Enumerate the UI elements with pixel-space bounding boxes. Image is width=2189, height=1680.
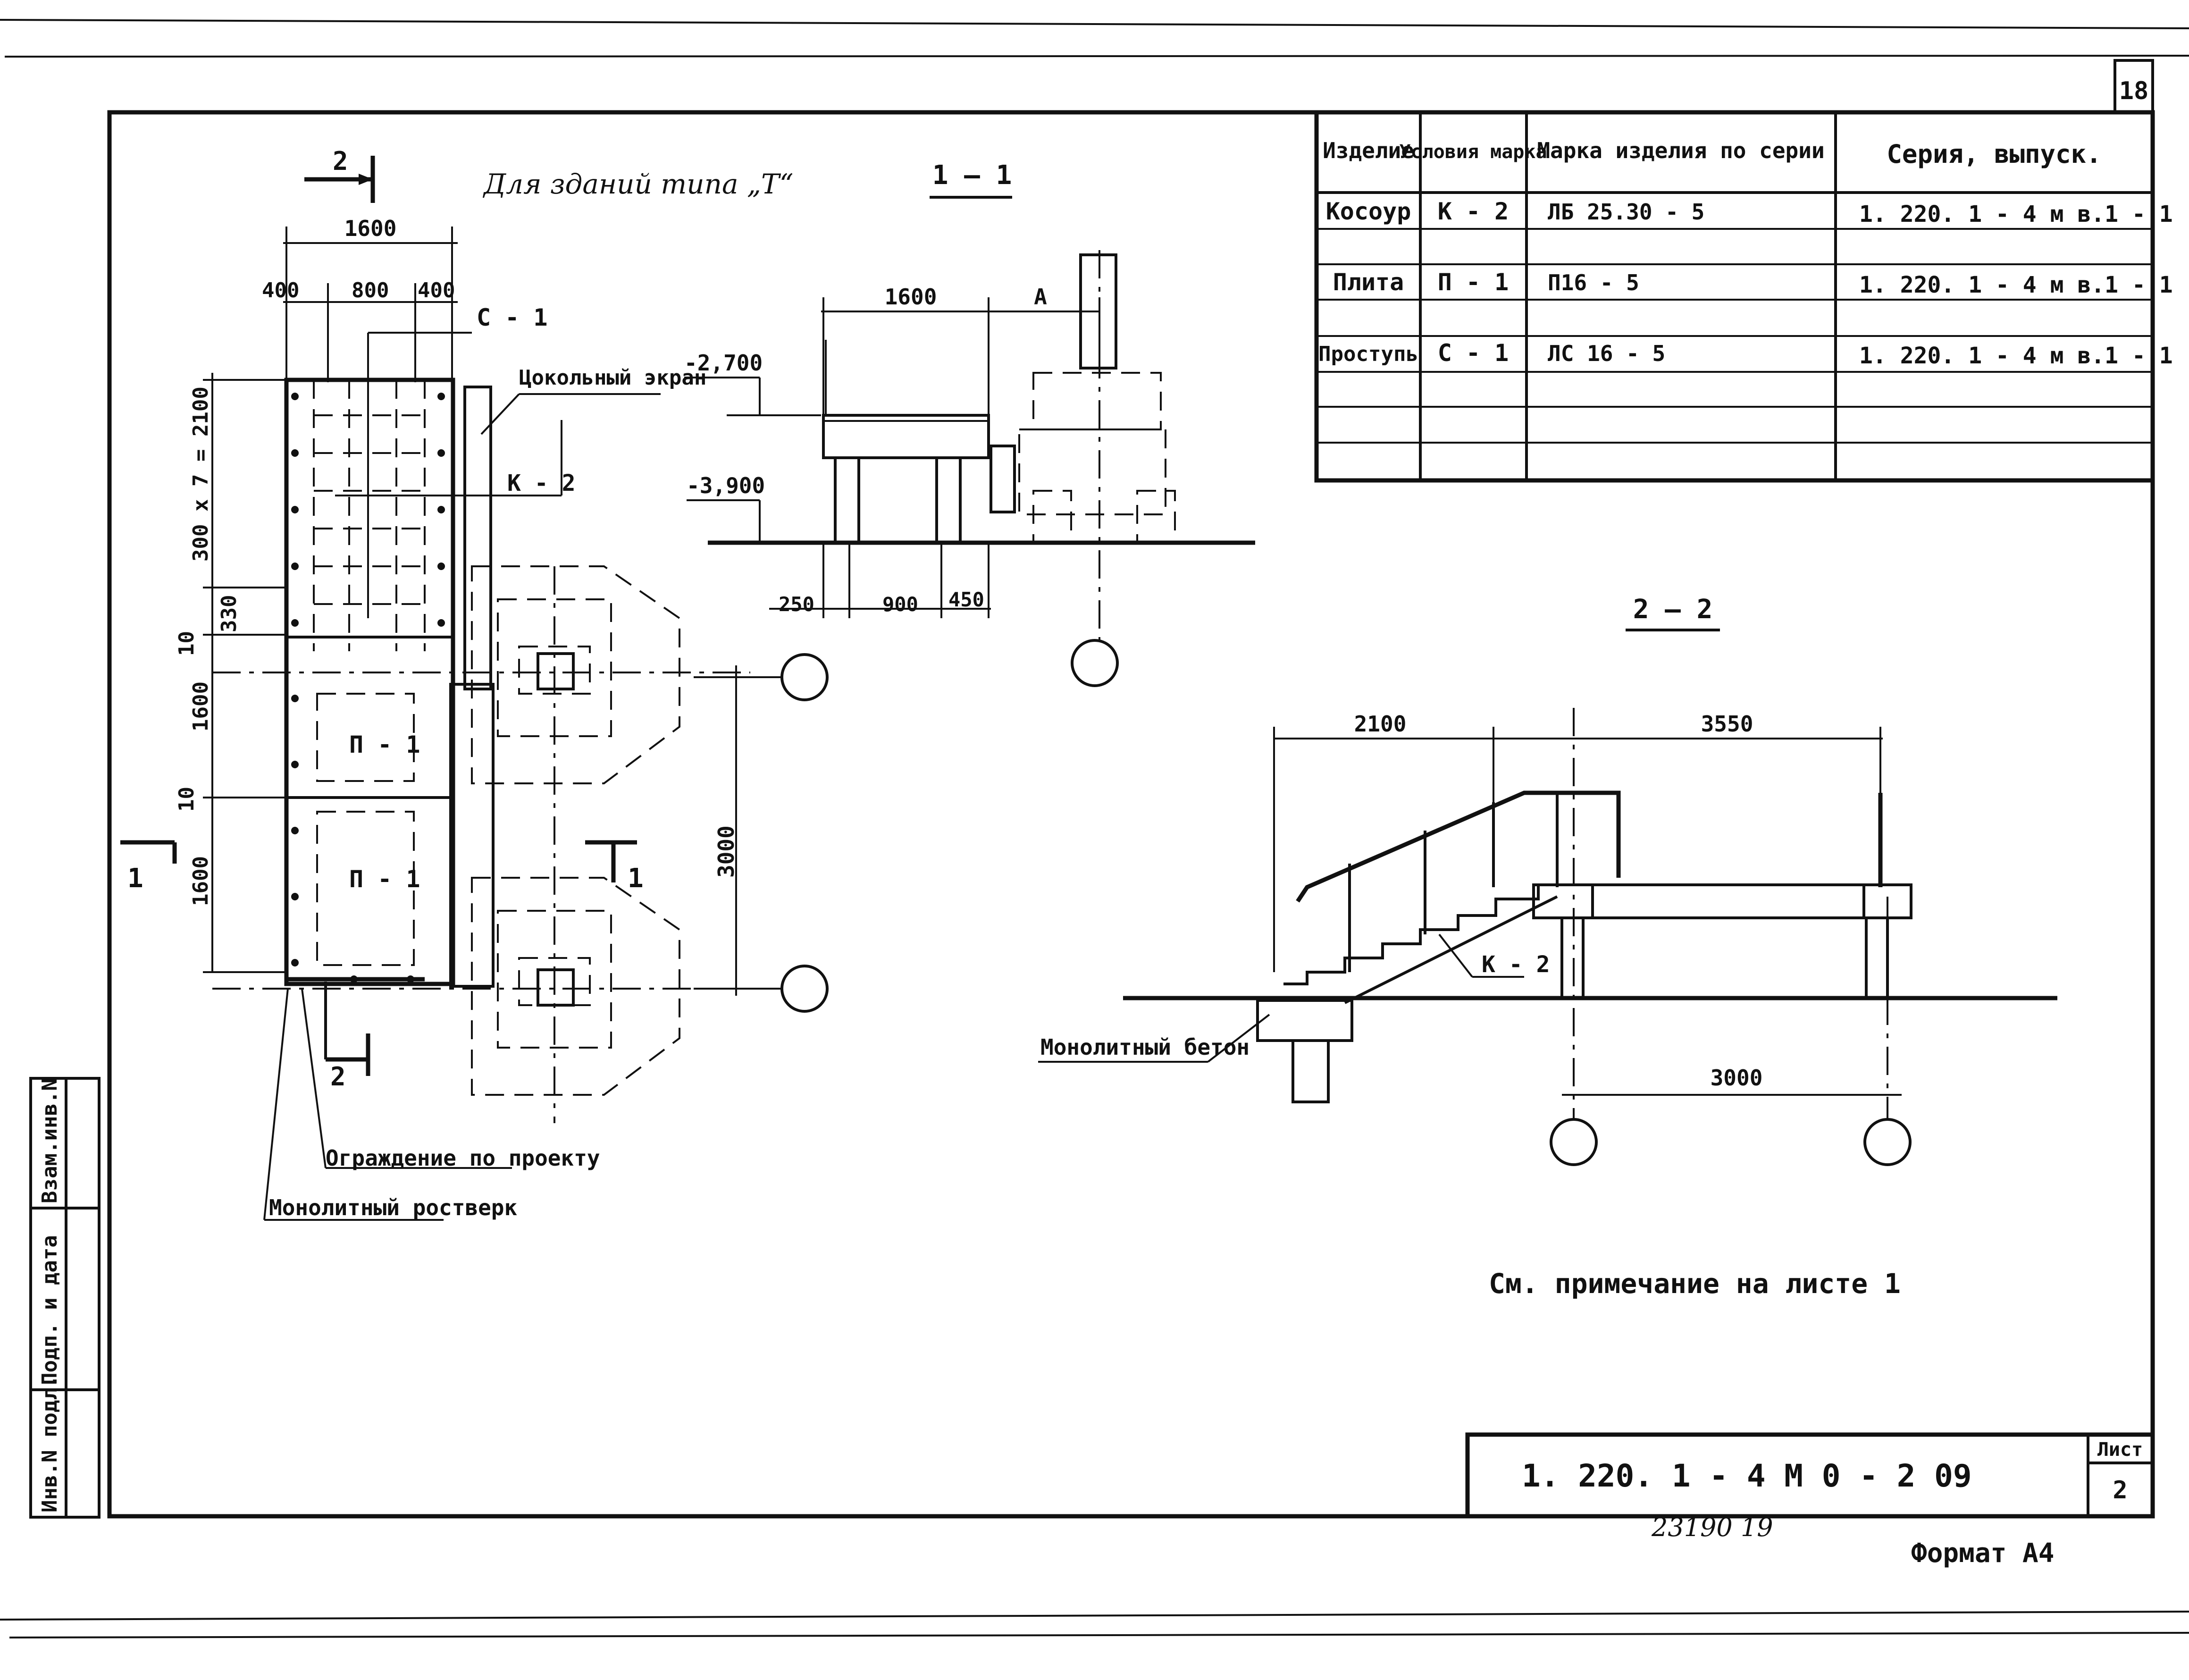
row2-item: Плита [1333, 269, 1404, 296]
dim-axes: 3000 [713, 825, 739, 878]
dim-right: 400 [418, 278, 455, 302]
row1-mark: К - 2 [1438, 198, 1509, 225]
dim-mid: 800 [352, 278, 389, 302]
dim-gap2: 10 [175, 787, 199, 812]
row2-series-mark: П16 - 5 [1548, 270, 1639, 295]
dim-3550: 3550 [1701, 711, 1753, 737]
dim-1600: 1600 [885, 284, 937, 310]
th-item: Изделие [1323, 138, 1414, 163]
plan-stringer-label: К - 2 [507, 470, 576, 496]
dim-2100: 2100 [1354, 711, 1407, 737]
section-1-mark-left: 1 [127, 863, 143, 894]
grillage-label: Монолитный ростверк [269, 1195, 517, 1220]
title-block: Лист 2 1. 220. 1 - 4 М 0 - 2 09 [1465, 1432, 2155, 1519]
dim-slab1: 1600 [189, 681, 213, 731]
row1-series: 1. 220. 1 - 4 м в.1 - 1 [1859, 201, 2173, 227]
document-code: 1. 220. 1 - 4 М 0 - 2 09 [1522, 1458, 1972, 1494]
slab1-label: П - 1 [349, 731, 420, 758]
sheet-label: Лист [2097, 1439, 2143, 1461]
row2-mark: П - 1 [1438, 269, 1509, 296]
dim-left: 400 [262, 278, 299, 302]
archive-number: 23190 19 [1651, 1512, 1773, 1542]
sheet-frame: 18 [0, 19, 2189, 1638]
section-stringer-label: К - 2 [1482, 951, 1550, 978]
dim-slab2: 1600 [189, 856, 213, 906]
row3-series: 1. 220. 1 - 4 м в.1 - 1 [1859, 343, 2173, 369]
section-2-mark-bottom: 2 [330, 1062, 346, 1092]
row1-series-mark: ЛБ 25.30 - 5 [1548, 199, 1704, 225]
format-label: Формат А4 [1911, 1538, 2054, 1569]
plinth-screen-label: Цокольный экран [519, 366, 706, 390]
level-bottom: -3,900 [687, 473, 765, 498]
dim-3000: 3000 [1711, 1065, 1763, 1091]
th-series-mark: Марка изделия по серии [1537, 138, 1824, 163]
side-stamp: Инв.N подл. Подп. и дата Взам.инв.N [29, 1077, 101, 1519]
sheet-number: 2 [2113, 1476, 2127, 1504]
plan-view: Для зданий типа „Т“ 2 1600 400 800 400 С… [120, 146, 829, 1221]
dim-steps: 300 х 7 = 2100 [189, 386, 213, 562]
th-conditional-mark: Условия марка [1399, 141, 1547, 163]
row3-mark: С - 1 [1438, 339, 1509, 367]
dim-330: 330 [217, 595, 241, 632]
plan-note: Для зданий типа „Т“ [482, 168, 793, 200]
th-series-issue: Серия, выпуск. [1887, 139, 2101, 169]
page-number: 18 [2119, 77, 2149, 105]
dim-450: 450 [948, 588, 984, 611]
dim-gap1: 10 [175, 631, 199, 656]
stamp-replacement-label: Взам.инв.N [38, 1078, 62, 1203]
general-note: См. примечание на листе 1 [1489, 1268, 1901, 1300]
section-1-mark-right: 1 [628, 863, 644, 894]
concrete-label: Монолитный бетон [1040, 1034, 1250, 1060]
dim-A: А [1034, 284, 1047, 310]
row1-item: Косоур [1326, 198, 1411, 225]
section-2-mark-top: 2 [333, 146, 348, 176]
dim-250: 250 [779, 593, 814, 616]
stamp-signature-label: Подп. и дата [38, 1235, 62, 1385]
step-label: С - 1 [477, 304, 548, 331]
stamp-inventory-label: Инв.N подл. [38, 1375, 62, 1512]
section-1-1-title: 1 — 1 [932, 160, 1012, 191]
row3-series-mark: ЛС 16 - 5 [1548, 341, 1665, 366]
slab2-label: П - 1 [349, 865, 420, 893]
section-1-1: 1 — 1 1600 А -2,700 -3,900 [684, 160, 1255, 687]
railing-label: Ограждение по проекту [326, 1145, 600, 1171]
level-top: -2,700 [684, 350, 763, 376]
row3-item: Проступь [1318, 342, 1418, 366]
dim-900: 900 [882, 593, 918, 616]
section-2-2: 2 — 2 2100 3550 К - 2 Монолитный бетон [1038, 594, 2057, 1166]
section-2-2-title: 2 — 2 [1633, 594, 1713, 625]
spec-table: Изделие Условия марка Марка изделия по с… [1314, 110, 2173, 483]
row2-series: 1. 220. 1 - 4 м в.1 - 1 [1859, 272, 2173, 298]
dim-total-width: 1600 [344, 216, 397, 241]
